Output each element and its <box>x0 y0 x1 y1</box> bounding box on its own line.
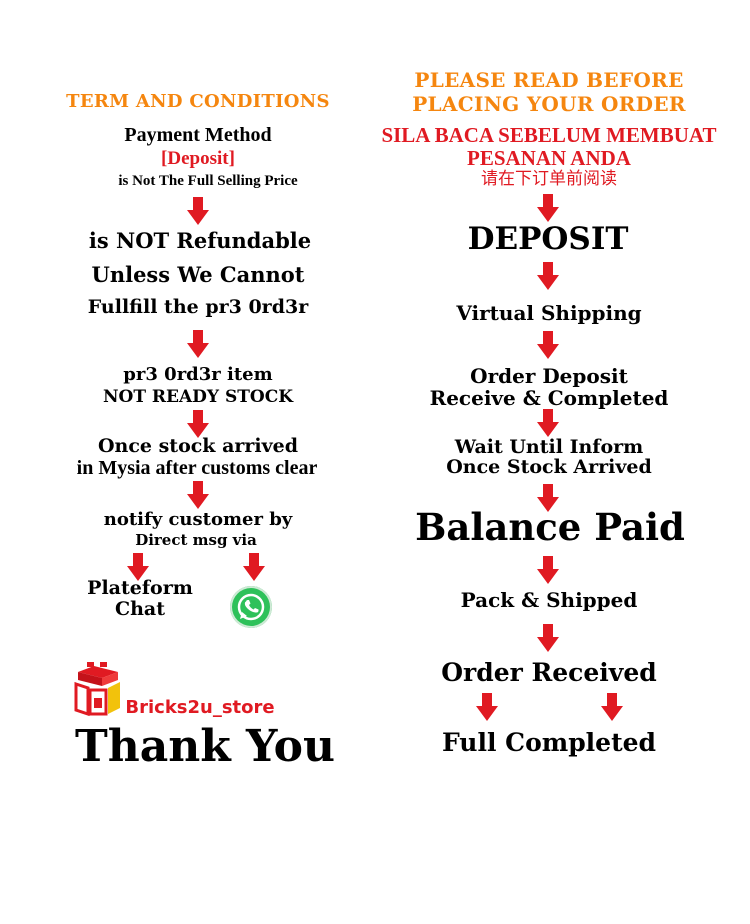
arrow-down-icon <box>476 693 498 721</box>
arrow-down-icon <box>187 481 209 509</box>
arrow-down-icon <box>537 484 559 512</box>
not-full-price-label: is Not The Full Selling Price <box>118 173 298 189</box>
store-name-label: Bricks2u_store <box>125 697 275 718</box>
payment-method-label: Payment Method <box>124 124 272 146</box>
customs-clear-label: in Mysia after customs clear <box>76 457 318 479</box>
deposit-label: [Deposit] <box>161 148 235 169</box>
arrow-down-icon <box>537 262 559 290</box>
thank-you-label: Thank You <box>75 721 335 772</box>
not-ready-stock-label: NOT READY STOCK <box>102 387 294 407</box>
refund-line-2: Unless We Cannot <box>91 262 305 287</box>
arrow-down-icon <box>537 624 559 652</box>
arrow-down-icon <box>537 194 559 222</box>
bricks-logo-icon <box>74 660 122 718</box>
stock-arrived-label: Once stock arrived <box>97 435 299 457</box>
step-pack-shipped: Pack & Shipped <box>460 588 638 612</box>
arrow-down-icon <box>243 553 265 581</box>
malay-notice-line-1: SILA BACA SEBELUM MEMBUAT <box>381 123 717 147</box>
arrow-down-icon <box>537 409 559 437</box>
refund-line-3: Fullfill the pr3 0rd3r <box>87 296 309 318</box>
arrow-down-icon <box>601 693 623 721</box>
refund-line-1: is NOT Refundable <box>88 228 312 253</box>
arrow-down-icon <box>537 331 559 359</box>
step-deposit: DEPOSIT <box>467 221 629 257</box>
direct-msg-label: Direct msg via <box>135 531 257 549</box>
terms-heading: TERM AND CONDITIONS <box>66 91 330 112</box>
step-virtual-shipping: Virtual Shipping <box>456 301 642 325</box>
step-order-deposit-line-2: Receive & Completed <box>429 386 669 410</box>
step-full-completed: Full Completed <box>441 728 657 757</box>
step-order-received: Order Received <box>441 658 657 687</box>
platform-label: Plateform <box>87 577 193 599</box>
arrow-down-icon <box>187 330 209 358</box>
arrow-down-icon <box>537 556 559 584</box>
step-wait-line-1: Wait Until Inform <box>454 436 644 458</box>
notify-customer-label: notify customer by <box>103 509 293 530</box>
step-wait-line-2: Once Stock Arrived <box>446 456 652 478</box>
preorder-item-label: pr3 0rd3r item <box>123 364 273 385</box>
read-before-heading-line-1: PLEASE READ BEFORE <box>414 68 684 92</box>
malay-notice-line-2: PESANAN ANDA <box>467 146 631 170</box>
read-before-heading-line-2: PLACING YOUR ORDER <box>412 92 686 116</box>
arrow-down-icon <box>127 553 149 581</box>
whatsapp-icon <box>230 586 272 628</box>
arrow-down-icon <box>187 197 209 225</box>
chat-label: Chat <box>114 598 166 620</box>
chinese-notice: 请在下订单前阅读 <box>481 169 617 189</box>
step-balance-paid: Balance Paid <box>415 505 685 549</box>
arrow-down-icon <box>187 410 209 438</box>
step-order-deposit-line-1: Order Deposit <box>470 364 628 388</box>
